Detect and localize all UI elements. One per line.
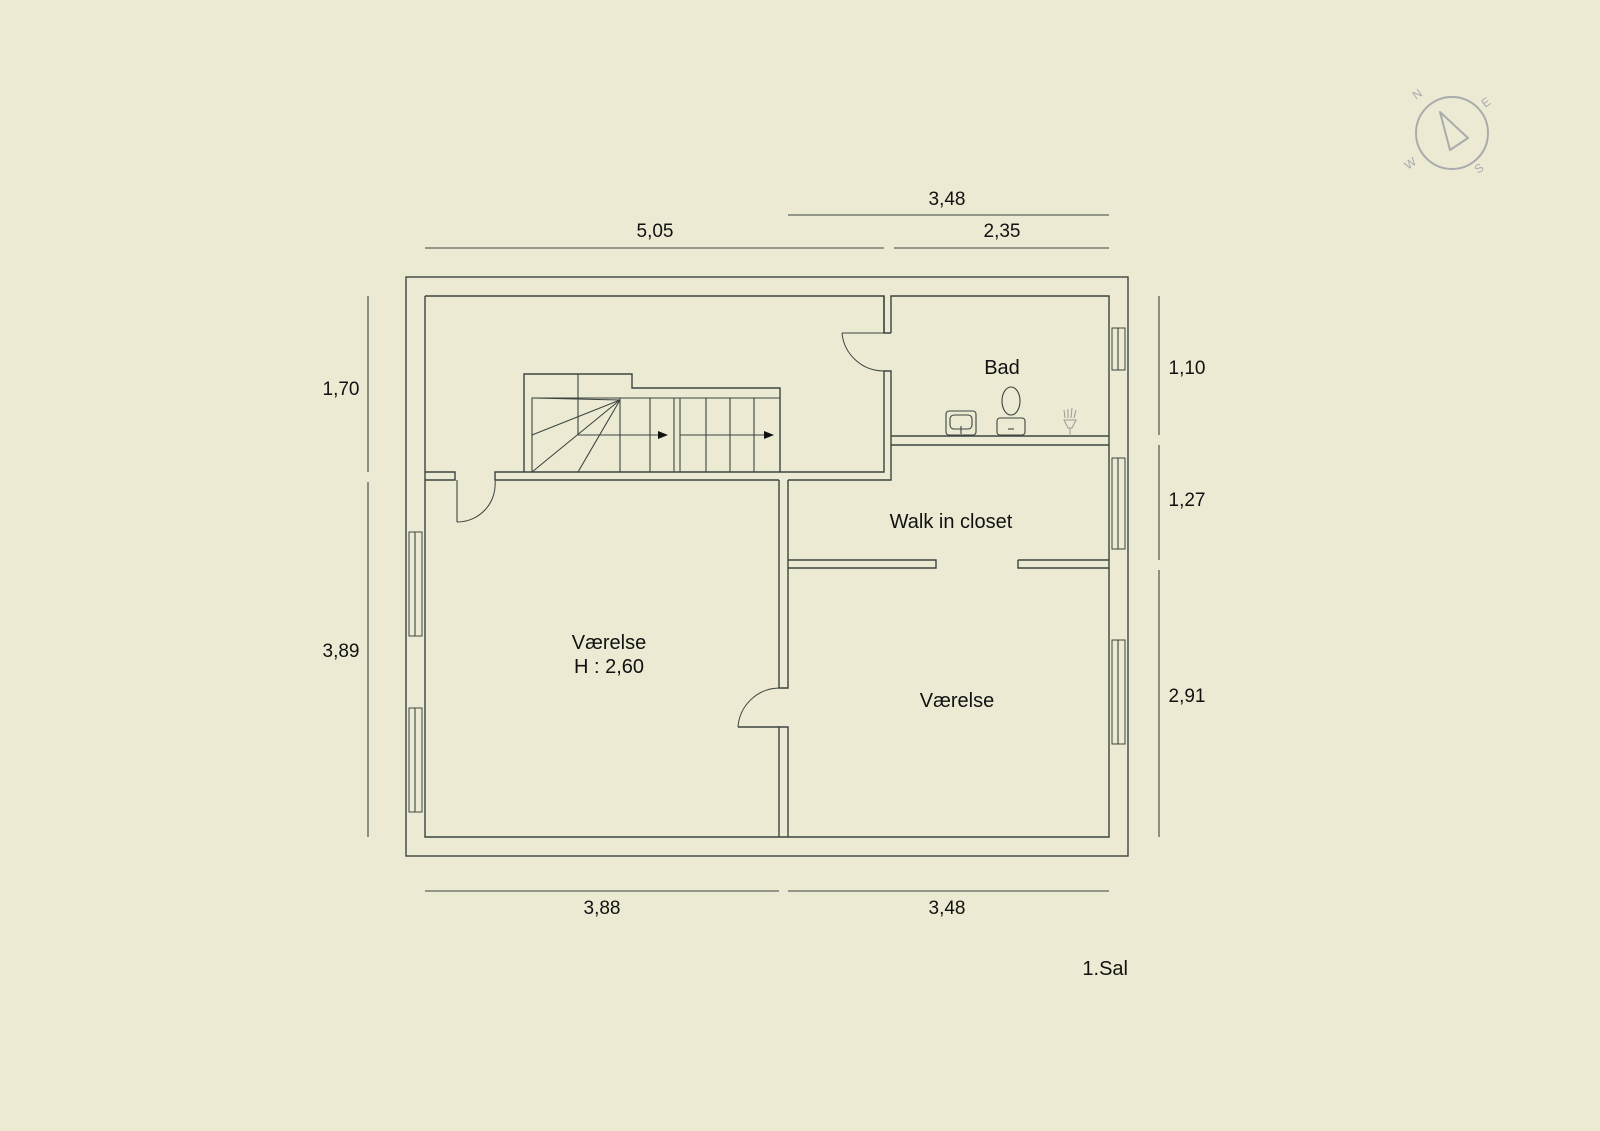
toilet-icon: [996, 386, 1026, 436]
room-height-vaerelse-left: H : 2,60: [574, 656, 644, 678]
windows: [408, 327, 1126, 813]
compass-icon: N E S W: [1402, 86, 1494, 176]
dim-right-middle: 1,27: [1169, 490, 1206, 511]
shower-icon: [1063, 407, 1077, 436]
room-label-walk-in-closet: Walk in closet: [890, 511, 1013, 533]
staircase: [523, 373, 781, 473]
sink-icon: [945, 410, 977, 436]
dim-top-left: 5,05: [637, 221, 674, 242]
doors: [456, 332, 885, 728]
dim-right-lower: 2,91: [1169, 686, 1206, 707]
room-label-vaerelse-left: Værelse: [572, 632, 646, 654]
room-label-bad: Bad: [984, 357, 1020, 379]
dim-top-right: 2,35: [984, 221, 1021, 242]
dim-right-upper: 1,10: [1169, 358, 1206, 379]
compass-e: E: [1479, 94, 1494, 110]
dim-left-upper: 1,70: [323, 379, 360, 400]
dim-top-overall-right: 3,48: [929, 189, 966, 210]
room-label-vaerelse-right: Værelse: [920, 690, 994, 712]
dimension-lines: [367, 214, 1160, 892]
compass-w: W: [1402, 154, 1420, 172]
dim-bottom-right: 3,48: [929, 898, 966, 919]
compass-n: N: [1410, 86, 1425, 102]
floor-label: 1.Sal: [1082, 958, 1128, 980]
dim-left-lower: 3,89: [323, 641, 360, 662]
compass-s: S: [1472, 160, 1487, 176]
dim-bottom-left: 3,88: [584, 898, 621, 919]
